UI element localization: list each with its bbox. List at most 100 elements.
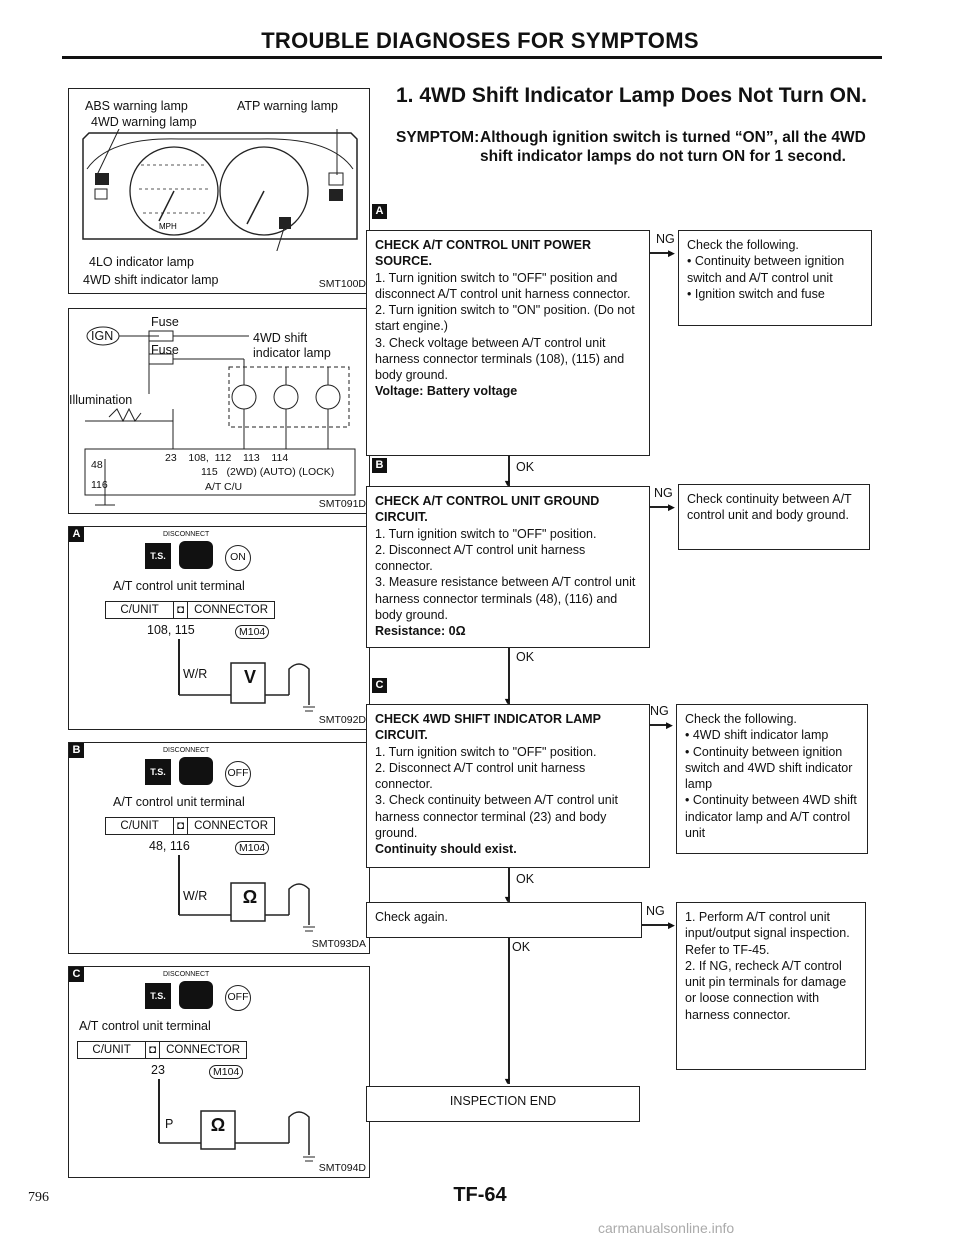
connector-word: CONNECTOR bbox=[194, 820, 268, 832]
watermark: carmanualsonline.info bbox=[598, 1220, 735, 1236]
connector-id: M104 bbox=[235, 625, 270, 639]
cunit-label: C/UNIT bbox=[120, 604, 159, 616]
ok-label: OK bbox=[516, 650, 535, 664]
flow-end: INSPECTION END bbox=[366, 1086, 640, 1122]
disconnect-label: DISCONNECT bbox=[163, 531, 210, 538]
ng-text: Check continuity between A/T control uni… bbox=[687, 492, 852, 523]
ng-arrow bbox=[650, 724, 670, 726]
wire-color: P bbox=[165, 1117, 174, 1131]
meter-cluster-drawing: MPH bbox=[82, 129, 358, 251]
flow-badge-b: B bbox=[372, 458, 387, 473]
ignition-off-icon: OFF bbox=[225, 985, 251, 1011]
arrow-head-icon: ▶ bbox=[668, 502, 675, 512]
step-instruction-1: 1. Turn ignition switch to "OFF" positio… bbox=[375, 526, 597, 541]
ng-label: NG bbox=[650, 704, 669, 718]
terminal-pins: 108, 115 bbox=[147, 623, 195, 637]
ng-item: Continuity between ignition switch and A… bbox=[687, 253, 863, 286]
test-badge-a: A bbox=[69, 527, 84, 542]
ng-item: 4WD shift indicator lamp bbox=[685, 727, 859, 743]
figure-circuit: IGN Fuse Fuse 4WD shift indicator lamp I… bbox=[68, 308, 370, 514]
ng-action-a: Check the following. Continuity between … bbox=[678, 230, 872, 326]
ign-label: IGN bbox=[91, 329, 114, 343]
connector-disconnect-icon bbox=[179, 757, 213, 785]
ts-icon: T.S. bbox=[145, 983, 171, 1009]
figure-ref-id: SMT091D bbox=[318, 498, 366, 510]
header-rule bbox=[62, 56, 882, 59]
step-title: CHECK A/T CONTROL UNIT POWER SOURCE. bbox=[375, 238, 591, 269]
terminal-caption: A/T control unit terminal bbox=[113, 795, 245, 809]
terminal-116-label: 116 bbox=[91, 479, 108, 491]
flow-badge-c: C bbox=[372, 678, 387, 693]
step-instruction-1: 1. Turn ignition switch to "OFF" positio… bbox=[375, 270, 631, 301]
meter-wiring bbox=[178, 639, 315, 712]
ts-icon: T.S. bbox=[145, 543, 171, 569]
ng-arrow bbox=[650, 252, 672, 254]
arrow-head-icon: ▶ bbox=[668, 920, 675, 930]
figure-ref-id: SMT100D bbox=[318, 278, 366, 290]
terminal-caption: A/T control unit terminal bbox=[113, 579, 245, 593]
ng-item: 2. If NG, recheck A/T control unit pin t… bbox=[685, 958, 847, 1022]
ng-item: 1. Perform A/T control unit input/output… bbox=[685, 910, 850, 957]
ng-arrow bbox=[642, 924, 672, 926]
figure-test-b: B DISCONNECT T.S. OFF A/T control unit t… bbox=[68, 742, 370, 954]
wire-color: W/R bbox=[183, 667, 208, 681]
ignition-on-icon: ON bbox=[225, 545, 251, 571]
end-text: INSPECTION END bbox=[449, 1094, 557, 1108]
page-number: 796 bbox=[28, 1190, 49, 1205]
flow-step-c: CHECK 4WD SHIFT INDICATOR LAMP CIRCUIT. … bbox=[366, 704, 650, 868]
connector-id: M104 bbox=[209, 1065, 244, 1079]
flow-step-check-again: Check again. bbox=[366, 902, 642, 938]
arrow-down-icon: ▼ bbox=[503, 894, 512, 904]
ng-item: Ignition switch and fuse bbox=[687, 286, 863, 302]
fuse2-label: Fuse bbox=[151, 343, 179, 357]
page-code: TF-64 bbox=[453, 1184, 507, 1206]
test-badge-b: B bbox=[69, 743, 84, 758]
circuit-drawing bbox=[84, 326, 356, 506]
control-unit-label: A/T C/U bbox=[205, 481, 243, 493]
connector-label: C/UNIT ◘ CONNECTOR bbox=[105, 817, 275, 835]
step-instruction-2: 2. Turn ignition switch to "ON" position… bbox=[375, 303, 635, 334]
ng-item: Continuity between ignition switch and 4… bbox=[685, 744, 859, 793]
step-result: Voltage: Battery voltage bbox=[375, 384, 518, 399]
lo-indicator-label: 4LO indicator lamp bbox=[89, 255, 194, 269]
figure-test-a: A DISCONNECT T.S. ON A/T control unit te… bbox=[68, 526, 370, 730]
ng-label: NG bbox=[656, 232, 675, 246]
arrow-down-icon: ▼ bbox=[503, 696, 512, 706]
step-instruction-3: 3. Check continuity between A/T control … bbox=[375, 793, 618, 840]
abs-warning-label: ABS warning lamp bbox=[85, 99, 188, 113]
connector-symbol: ◘ bbox=[173, 818, 189, 834]
ng-title: Check the following. bbox=[685, 712, 797, 726]
figure-ref-id: SMT092D bbox=[318, 714, 366, 726]
ts-icon: T.S. bbox=[145, 759, 171, 785]
meter-symbol: V bbox=[243, 667, 256, 687]
terminal-48-label: 48 bbox=[91, 459, 103, 471]
fuse1-label: Fuse bbox=[151, 315, 179, 329]
connector-symbol: ◘ bbox=[173, 602, 189, 618]
figure-ref-id: SMT093DA bbox=[311, 938, 366, 950]
step-text: Check again. bbox=[375, 910, 448, 924]
terminal-numbers-bottom: 115 (2WD) (AUTO) (LOCK) bbox=[201, 466, 335, 478]
ng-label: NG bbox=[646, 904, 665, 918]
illumination-label: Illumination bbox=[69, 393, 133, 407]
connector-disconnect-icon bbox=[179, 981, 213, 1009]
wire-color: W/R bbox=[183, 889, 208, 903]
atp-warning-label: ATP warning lamp bbox=[237, 99, 338, 113]
disconnect-label: DISCONNECT bbox=[163, 747, 210, 754]
symptom-text: Although ignition switch is turned “ON”,… bbox=[480, 129, 866, 166]
connector-word: CONNECTOR bbox=[194, 604, 268, 616]
step-instruction-3: 3. Check voltage between A/T control uni… bbox=[375, 335, 625, 383]
step-result: Resistance: 0Ω bbox=[375, 624, 466, 638]
connector-label: C/UNIT ◘ CONNECTOR bbox=[77, 1041, 247, 1059]
arrow-head-icon: ▶ bbox=[666, 720, 673, 730]
figure-combination-meter: ABS warning lamp ATP warning lamp 4WD wa… bbox=[68, 88, 370, 294]
arrow-down-icon: ▼ bbox=[503, 478, 512, 488]
terminal-caption: A/T control unit terminal bbox=[79, 1019, 211, 1033]
terminal-numbers-top: 23 108, 112 113 114 bbox=[165, 452, 289, 464]
ng-arrow bbox=[650, 506, 672, 508]
ng-title: Check the following. bbox=[687, 238, 799, 252]
ng-action-b: Check continuity between A/T control uni… bbox=[678, 484, 870, 550]
ok-label: OK bbox=[516, 872, 535, 886]
connector-id: M104 bbox=[235, 841, 270, 855]
ng-label: NG bbox=[654, 486, 673, 500]
step-instruction-2: 2. Disconnect A/T control unit harness c… bbox=[375, 542, 586, 573]
